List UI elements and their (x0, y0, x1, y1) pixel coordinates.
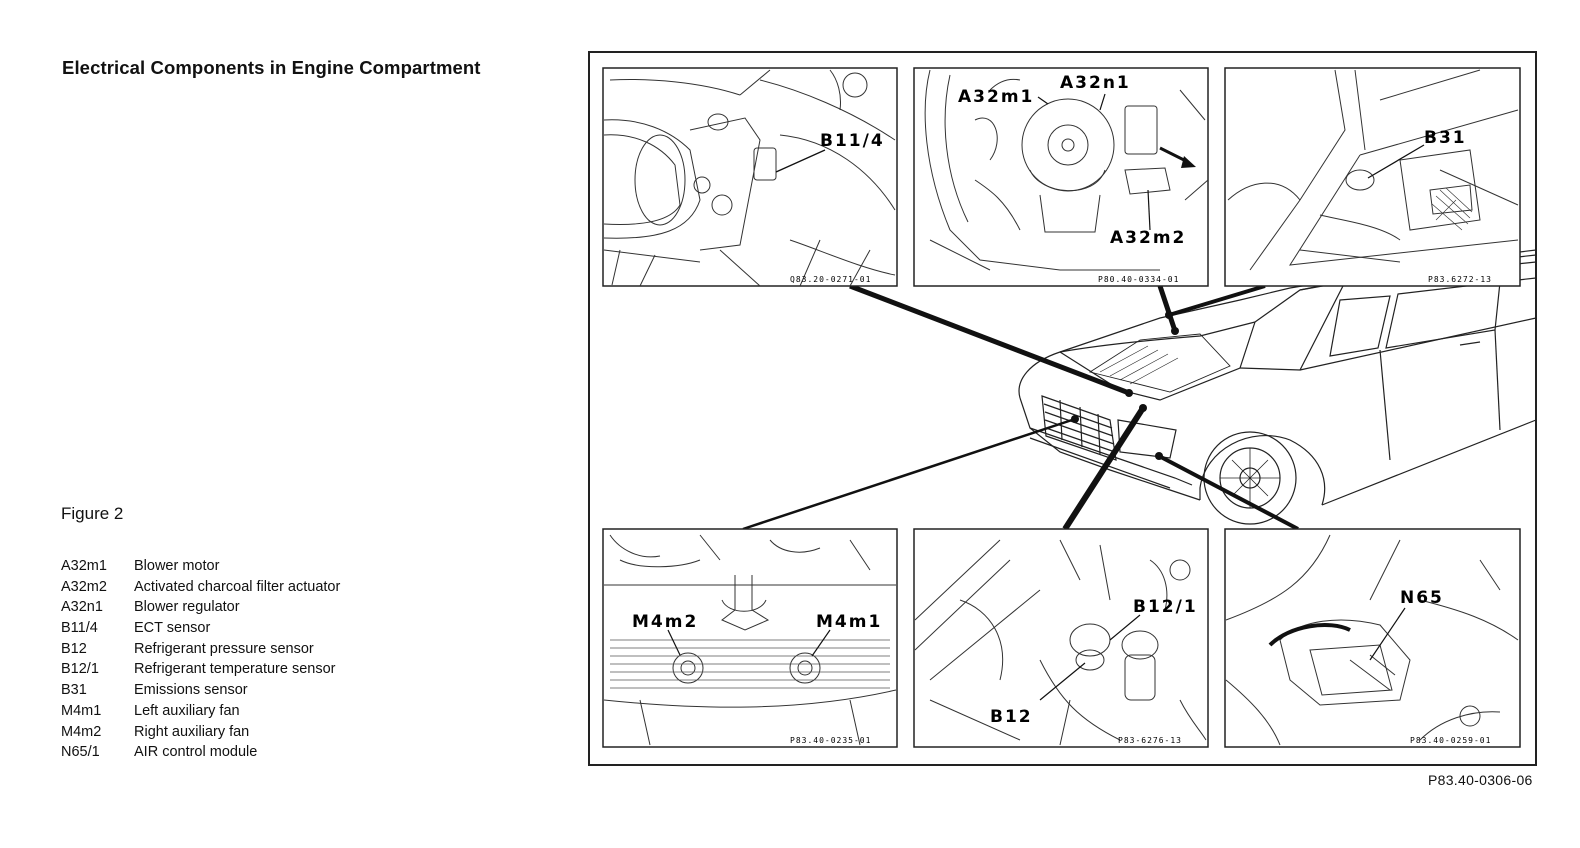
legend-item: B31 Emissions sensor (61, 680, 340, 701)
inset-id-bottom-left: P83.40-0235-01 (790, 736, 871, 745)
legend-item: A32m1 Blower motor (61, 556, 340, 577)
legend-code: A32m1 (61, 558, 107, 574)
callout-b12-1: B12/1 (1133, 597, 1198, 617)
inset-id-top-right: P83.6272-13 (1428, 275, 1492, 284)
legend-description: Emissions sensor (134, 682, 248, 699)
legend-item: N65/1 AIR control module (61, 742, 340, 763)
legend-item: B12 Refrigerant pressure sensor (61, 639, 340, 660)
inset-id-bottom-middle: P83-6276-13 (1118, 736, 1182, 745)
inset-b11-4: B11/4 Q83.20-0271-01 (602, 67, 898, 287)
callout-a32m1: A32m1 (958, 87, 1034, 107)
legend-code: M4m2 (61, 723, 102, 740)
legend-code: A32n1 (61, 599, 103, 616)
inset-b31: B31 P83.6272-13 (1224, 67, 1521, 287)
legend-description: Right auxiliary fan (134, 723, 250, 740)
legend-item: A32m2 Activated charcoal filter actuator (61, 577, 340, 598)
page-title: Electrical Components in Engine Compartm… (62, 57, 481, 78)
callout-b11-4: B11/4 (820, 131, 885, 151)
legend-code: A32m2 (61, 578, 107, 595)
inset-b12: B12/1 B12 P83-6276-13 (913, 528, 1209, 748)
legend-description: Left auxiliary fan (134, 702, 240, 719)
component-legend: A32m1 Blower motor A32m2 Activated charc… (61, 556, 340, 763)
inset-a32: A32m1 A32n1 A32m2 P80.40-0334-01 (913, 67, 1209, 287)
callout-m4m1: M4m1 (816, 612, 882, 632)
legend-code: B12 (61, 640, 87, 657)
callout-b12: B12 (990, 707, 1033, 727)
legend-description: AIR control module (134, 744, 258, 761)
legend-code: B31 (61, 682, 87, 699)
legend-code: B12/1 (61, 661, 99, 678)
leader-lines (742, 283, 1299, 531)
inset-id-bottom-right: P83.40-0259-01 (1410, 736, 1491, 745)
legend-description: ECT sensor (134, 620, 211, 637)
legend-item: B12/1 Refrigerant temperature sensor (61, 659, 340, 680)
figure-label: Figure 2 (61, 504, 124, 523)
callout-a32m2: A32m2 (1110, 228, 1186, 248)
legend-code: B11/4 (61, 620, 98, 637)
legend-description: Refrigerant temperature sensor (134, 661, 336, 678)
callout-m4m2: M4m2 (632, 612, 698, 632)
callout-a32n1: A32n1 (1060, 73, 1131, 93)
inset-m4m: M4m2 M4m1 P83.40-0235-01 (602, 528, 898, 748)
legend-item: M4m2 Right auxiliary fan (61, 722, 340, 743)
inset-id-top-middle: P80.40-0334-01 (1098, 275, 1179, 284)
inset-n65: N65 P83.40-0259-01 (1224, 528, 1521, 748)
callout-n65: N65 (1400, 588, 1444, 608)
legend-description: Blower regulator (134, 599, 240, 616)
legend-description: Blower motor (134, 558, 220, 574)
inset-id-top-left: Q83.20-0271-01 (790, 275, 871, 284)
legend-item: B11/4 ECT sensor (61, 618, 340, 639)
legend-code: M4m1 (61, 702, 102, 719)
legend-description: Refrigerant pressure sensor (134, 640, 314, 657)
legend-item: M4m1 Left auxiliary fan (61, 701, 340, 722)
legend-item: A32n1 Blower regulator (61, 597, 340, 618)
callout-b31: B31 (1424, 128, 1467, 148)
legend-description: Activated charcoal filter actuator (134, 578, 341, 595)
figure-code: P83.40-0306-06 (1428, 772, 1533, 788)
legend-code: N65/1 (61, 744, 100, 761)
